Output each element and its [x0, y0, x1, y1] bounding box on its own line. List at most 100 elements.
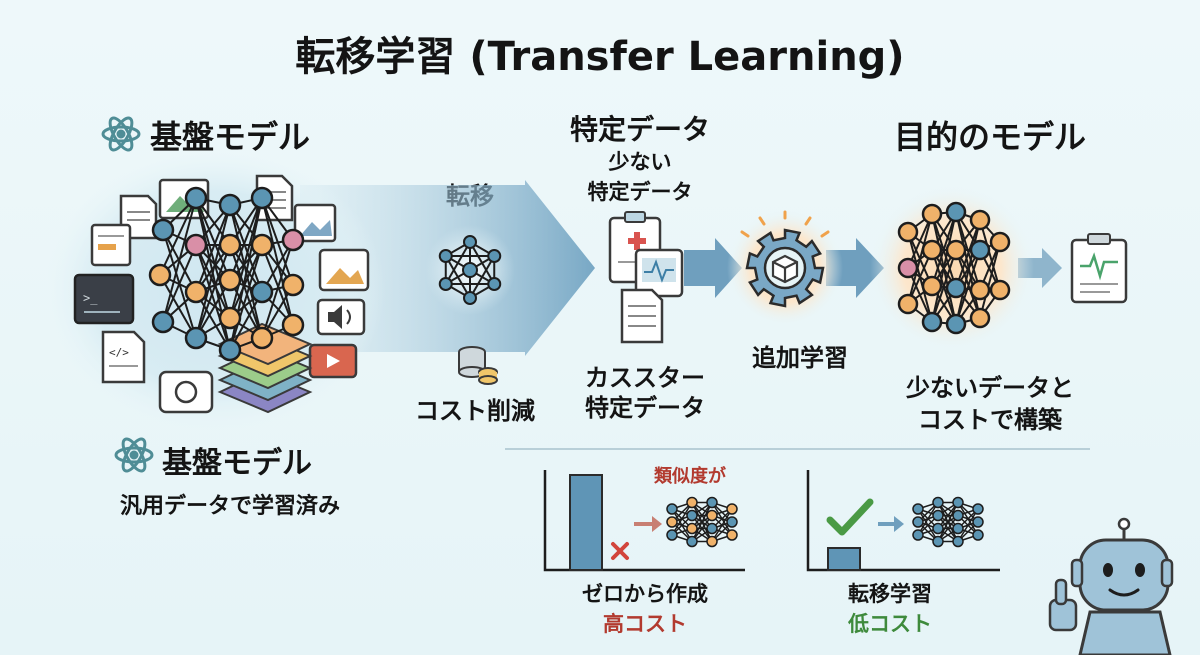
foundation-sub-heading: 基盤モデル — [162, 446, 312, 481]
transferNet-node — [932, 522, 944, 535]
transferNet-node — [932, 535, 944, 548]
target-network-node — [969, 279, 991, 301]
hub-node — [463, 291, 477, 305]
scratchNet-node — [686, 509, 698, 522]
specific-data-heading-line2: 特定データ — [587, 180, 693, 204]
hub-node — [487, 277, 502, 291]
foundation-network-edge — [195, 204, 231, 293]
target-network-node — [945, 201, 967, 223]
svg-text:</>: </> — [109, 346, 129, 359]
foundation-network-node — [218, 306, 242, 330]
target-network-edge — [979, 219, 1001, 291]
scratch-label: ゼロから作成 — [582, 582, 708, 606]
specific-data-bottom-line2: 特定データ — [585, 394, 705, 422]
foundation-heading: 基盤モデル — [150, 118, 311, 156]
target-network-node — [897, 221, 919, 243]
cost-reduction-label: コスト削減 — [415, 397, 535, 425]
foundation-network-edge — [159, 274, 197, 339]
target-network-edge — [931, 249, 957, 323]
scratchNet-node — [666, 529, 678, 541]
foundation-network-node — [281, 228, 305, 252]
scratchNet-node — [726, 529, 738, 541]
report-clipboard-icon — [1070, 233, 1128, 304]
foundation-network-node — [250, 233, 274, 257]
hub-node — [487, 249, 502, 263]
speaker-icon — [316, 298, 366, 336]
foundation-network-node — [250, 326, 274, 350]
foundation-network-edge — [229, 244, 263, 339]
transfer-arrow — [878, 516, 904, 532]
target-network-edge — [979, 241, 1001, 319]
scratchNet-node — [666, 516, 678, 528]
foundation-network-node — [250, 280, 274, 304]
transferNet-node — [912, 529, 924, 541]
foundation-network-edge — [195, 197, 231, 319]
atom-icon — [101, 116, 141, 152]
target-network-edge — [955, 219, 981, 325]
foundation-network-node — [184, 186, 208, 210]
foundation-network-edge — [159, 197, 197, 276]
transfer-compare-label: 転移学習 — [848, 582, 932, 606]
target-model-heading: 目的のモデル — [893, 118, 1086, 156]
scratchNet-node — [706, 509, 718, 522]
target-network-nodes — [897, 201, 1011, 335]
target-network-edge — [955, 219, 981, 289]
foundation-network-edge — [195, 244, 231, 319]
foundation-network-edge — [229, 244, 263, 351]
svg-text:>_: >_ — [83, 291, 98, 305]
foundation-network-edge — [261, 197, 294, 326]
transferNet-node — [912, 516, 924, 528]
transferNet-node — [952, 522, 964, 535]
foundation-network-node — [151, 310, 175, 334]
foundation-network-edge — [195, 204, 231, 339]
target-network-node — [921, 203, 943, 225]
foundation-network-node — [281, 273, 305, 297]
foundation-network-node — [218, 193, 242, 217]
foundation-network-edge — [162, 197, 197, 323]
scratchNet-node — [726, 516, 738, 528]
hub-node — [438, 249, 453, 263]
foundation-network-edge — [261, 244, 294, 326]
scratchNet-node — [686, 522, 698, 535]
scratchNet-edge — [691, 502, 713, 542]
foundation-network-node — [218, 233, 242, 257]
target-network-node — [897, 257, 919, 279]
coins-icon — [458, 346, 498, 385]
hub-node — [462, 262, 478, 278]
scratch-cost-bar — [569, 474, 603, 571]
form-icon — [90, 223, 132, 267]
scratchNet-node — [686, 535, 698, 548]
fine-tune-label: 追加学習 — [752, 344, 848, 372]
foundation-network-edge — [195, 197, 231, 281]
foundation-network-edge — [195, 244, 231, 339]
transferNet-edge — [937, 502, 959, 542]
target-network-node — [921, 275, 943, 297]
target-network-node — [989, 279, 1011, 301]
foundation-description: 汎用データで学習済み — [120, 494, 341, 519]
page-title: 転移学習 (Transfer Learning) — [295, 34, 905, 80]
specific-data-heading-line1: 少ない — [608, 150, 672, 174]
scratchNet-node — [706, 496, 718, 509]
target-network-node — [969, 307, 991, 329]
transfer-chart-axes — [806, 470, 1000, 572]
transferNet-node — [912, 503, 924, 515]
scratch-cost: 高コスト — [603, 612, 687, 636]
foundation-network-edge — [162, 244, 197, 323]
code-file-icon: </> — [101, 330, 146, 384]
foundation-network-node — [250, 186, 274, 210]
transferNet-edge — [957, 508, 979, 542]
waveform-chart-icon — [634, 248, 684, 298]
target-caption-line1: 少ないデータと — [906, 374, 1074, 402]
transferNet-edge — [917, 502, 939, 536]
foundation-network-node — [281, 313, 305, 337]
transfer-compare-cost: 低コスト — [848, 612, 932, 636]
specific-data-bottom-line1: カススター — [585, 364, 705, 392]
scratchNet-edge — [711, 508, 733, 542]
target-network-edge — [907, 213, 933, 305]
target-network-node — [945, 239, 967, 261]
picture-icon — [293, 203, 337, 243]
transferNet-node — [952, 535, 964, 548]
target-network-node — [945, 277, 967, 299]
foundation-network-node — [218, 268, 242, 292]
video-icon — [308, 343, 358, 379]
